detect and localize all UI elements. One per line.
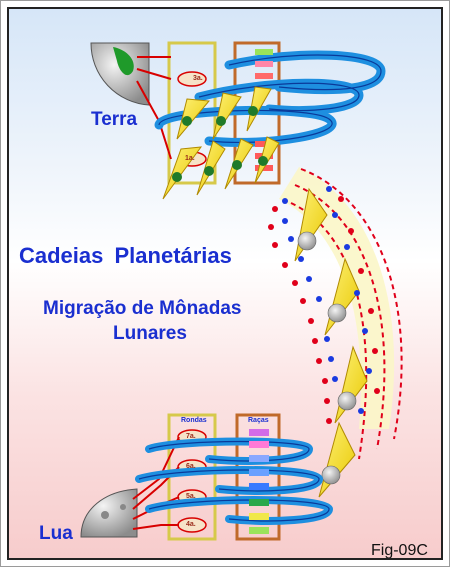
- migration-band: [279, 167, 395, 429]
- lower-round-6: 6a.: [186, 463, 196, 470]
- figure-id: Fig-09C: [371, 542, 428, 559]
- migration-moons: [297, 231, 357, 485]
- lower-round-5: 5a.: [186, 493, 196, 500]
- diagram-graphics: [80, 41, 403, 541]
- upper-spiral: [154, 50, 386, 147]
- upper-rondas-circles: [177, 71, 207, 167]
- diagram-subtitle-line2: Lunares: [113, 323, 187, 344]
- lower-round-7: 7a.: [186, 433, 196, 440]
- terra-label: Terra: [91, 109, 138, 130]
- upper-spiral-edge: [158, 54, 382, 144]
- diagram-title: Cadeias Planetárias: [19, 243, 232, 268]
- diagram-canvas: Rondas Raças 3a. 1a. 7a. 6a. 5a. 4a. Ter…: [7, 7, 443, 560]
- lower-racas-box: [235, 413, 281, 541]
- upper-round-3: 3a.: [193, 75, 203, 82]
- moon-globe: [80, 488, 138, 538]
- lower-race-bars: [249, 429, 269, 534]
- upper-round-1: 1a.: [185, 155, 195, 162]
- rondas-label: Rondas: [181, 417, 207, 424]
- lower-round-4: 4a.: [186, 521, 196, 528]
- migration-dots-red: [268, 196, 380, 424]
- diagram-subtitle-line1: Migração de Mônadas: [43, 298, 242, 319]
- earth-globe: [90, 42, 150, 106]
- lua-label: Lua: [39, 523, 73, 544]
- migration-dots-blue: [282, 186, 372, 414]
- upper-globe-dots: [172, 106, 268, 182]
- upper-globes: [162, 86, 280, 200]
- racas-label: Raças: [248, 417, 269, 424]
